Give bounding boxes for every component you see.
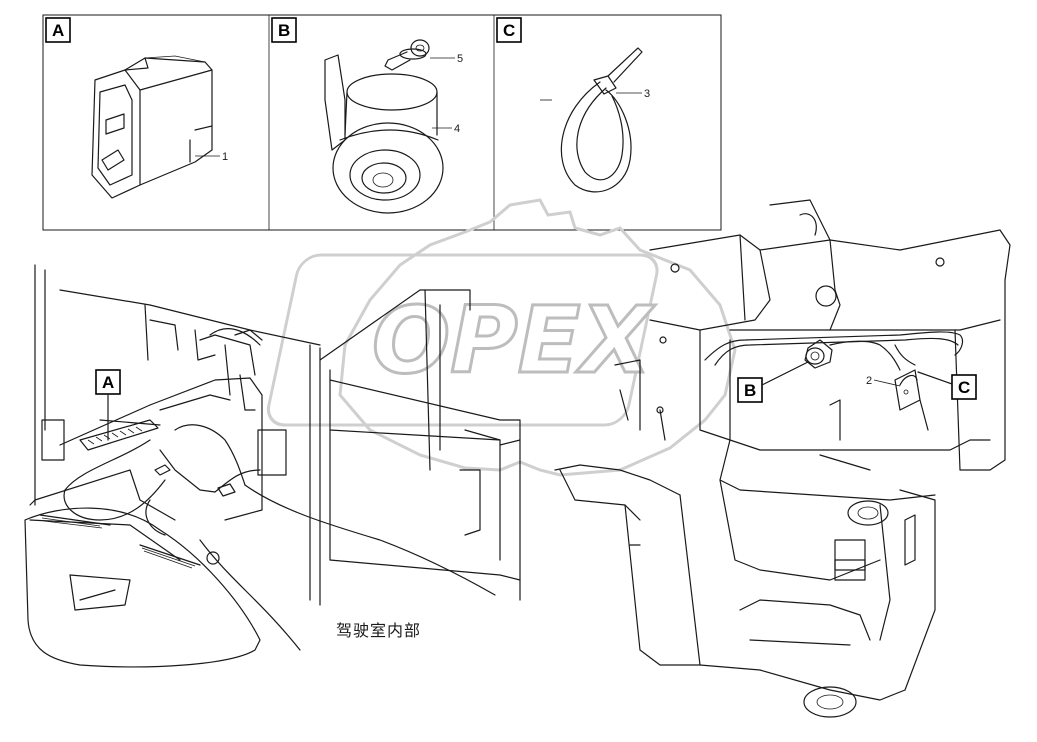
detail-panels: A 1 B <box>42 14 722 231</box>
detail-panels-frame <box>42 14 722 231</box>
cable-tie-icon <box>560 47 643 193</box>
flange-bolt-icon <box>384 39 430 71</box>
mounted-beacon-icon <box>804 339 833 369</box>
rocker-switch-icon <box>91 55 213 199</box>
cab-interior-caption: 驾驶室内部 <box>336 621 421 640</box>
part-number-1: 1 <box>222 151 228 163</box>
mounted-cable-tie-icon <box>894 369 921 411</box>
main-label-c-box <box>951 374 977 400</box>
panel-c-label: C <box>503 21 515 40</box>
beacon-lamp-icon <box>324 54 444 214</box>
part-number-3: 3 <box>644 88 650 100</box>
panel-c: C 3 <box>496 17 650 193</box>
watermark-text: OPEX <box>372 287 655 394</box>
cab-interior-view: 驾驶室内部 A <box>24 264 521 668</box>
part-number-4: 4 <box>454 123 460 135</box>
main-label-c: C <box>958 378 970 397</box>
main-label-b-box <box>737 377 763 403</box>
panel-b: B 5 4 <box>271 17 463 214</box>
main-label-b: B <box>744 381 756 400</box>
main-label-a-box <box>95 369 121 395</box>
panel-a-label: A <box>52 21 64 40</box>
console-box <box>257 429 287 476</box>
loader-frame-view: B C 2 <box>554 199 1011 718</box>
panel-a: A 1 <box>45 17 228 199</box>
main-label-a: A <box>102 373 114 392</box>
panel-a-label-box <box>45 17 71 43</box>
panel-c-label-box <box>496 17 522 43</box>
watermark-logo: OPEX <box>266 198 737 477</box>
panel-b-label-box <box>271 17 297 43</box>
switch-panel <box>79 419 159 451</box>
part-number-5: 5 <box>457 53 463 65</box>
part-number-2: 2 <box>866 375 872 387</box>
panel-b-label: B <box>278 21 290 40</box>
operator-seat <box>24 507 301 668</box>
